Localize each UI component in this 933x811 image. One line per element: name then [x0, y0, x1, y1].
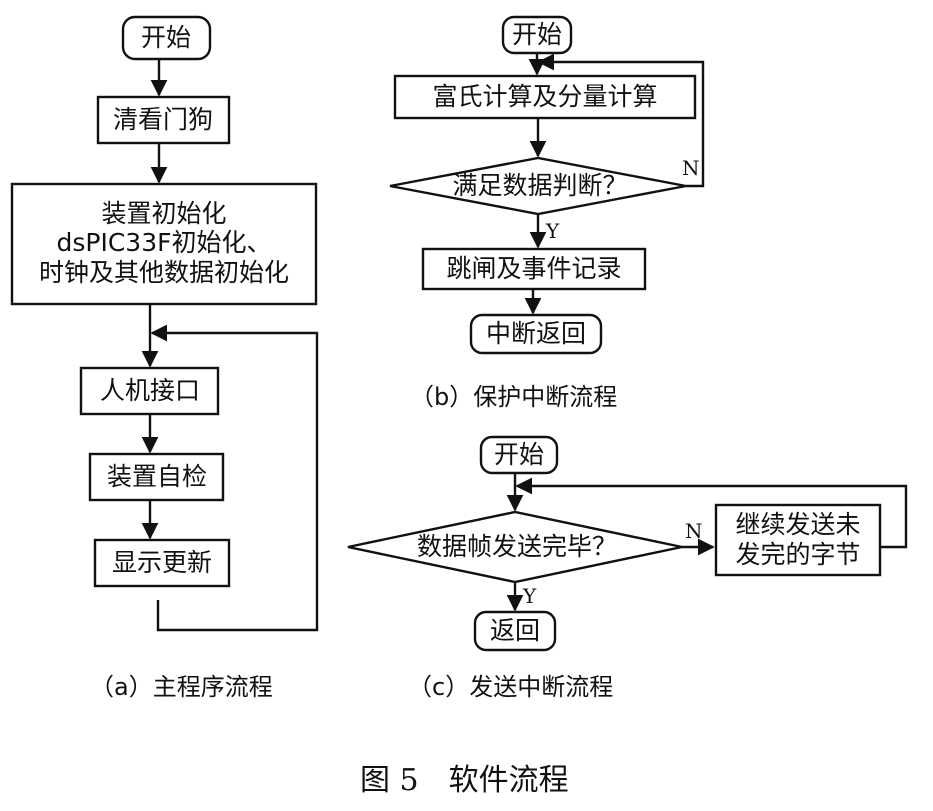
init-label-line1: 装置初始化 — [101, 199, 226, 228]
init-box — [10, 182, 318, 306]
main-start-label: 开始 — [141, 23, 191, 52]
watchdog-box — [96, 95, 231, 145]
watchdog-label: 清看门狗 — [113, 105, 213, 134]
selfcheck-box — [88, 452, 225, 502]
protect-yes-label: Y — [545, 219, 560, 243]
main-flow: 开始 清看门狗 装置初始化 dsPIC33F初始化、 时钟及其他数据初始化 人机… — [10, 15, 319, 701]
send-return-terminal — [473, 610, 557, 652]
figure-caption: 图 5 软件流程 — [360, 763, 569, 798]
protect-decision-label: 满足数据判断？ — [452, 171, 627, 200]
main-flow-caption: （a）主程序流程 — [90, 673, 273, 701]
main-loop-back-line — [150, 324, 319, 632]
protect-start-label: 开始 — [512, 20, 562, 49]
init-label-line3: 时钟及其他数据初始化 — [39, 258, 289, 287]
send-flow-caption: （c）发送中断流程 — [408, 673, 613, 701]
protect-flow: 开始 富氏计算及分量计算 满足数据判断？ N Y 跳闸及事件记录 中断返回 （b… — [389, 15, 705, 411]
send-start-label: 开始 — [494, 440, 544, 469]
continue-send-box — [714, 503, 882, 577]
calc-box — [393, 74, 697, 120]
continue-send-line1: 继续发送未 — [735, 510, 860, 539]
protect-flow-caption: （b）保护中断流程 — [410, 383, 617, 411]
calc-label: 富氏计算及分量计算 — [432, 82, 657, 111]
send-no-label: N — [685, 519, 703, 543]
init-label-line2: dsPIC33F初始化、 — [57, 228, 272, 257]
send-decision-label: 数据帧发送完毕？ — [417, 532, 617, 561]
main-start-terminal — [121, 15, 212, 61]
send-start-terminal — [479, 435, 559, 475]
send-flow: 开始 数据帧发送完毕？ N 继续发送未 发完的字节 Y 返回 （c）发送中断流程 — [347, 435, 908, 701]
selfcheck-label: 装置自检 — [107, 462, 207, 491]
protect-no-loop-line — [537, 53, 705, 188]
display-box — [93, 538, 231, 588]
display-label: 显示更新 — [112, 548, 212, 577]
continue-send-line2: 发完的字节 — [735, 540, 860, 569]
protect-return-terminal — [469, 313, 603, 355]
protect-return-label: 中断返回 — [486, 319, 586, 348]
trip-label: 跳闸及事件记录 — [446, 254, 621, 283]
protect-no-label: N — [682, 156, 700, 180]
send-return-label: 返回 — [490, 616, 540, 645]
send-yes-label: Y — [522, 584, 537, 608]
hmi-label: 人机接口 — [100, 376, 200, 405]
hmi-box — [79, 366, 220, 416]
send-loop-back-line — [515, 477, 908, 549]
trip-box — [421, 247, 647, 291]
